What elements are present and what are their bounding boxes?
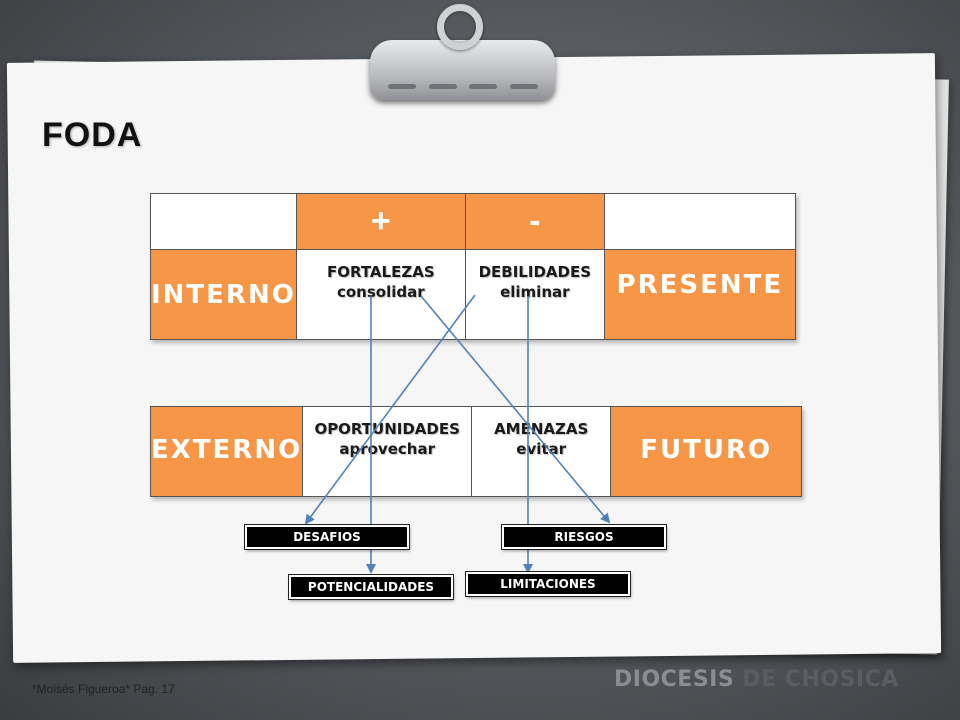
eliminar-label: eliminar: [500, 282, 570, 301]
oportunidades-label: OPORTUNIDADES: [314, 419, 460, 438]
empty-cell-top-right: [603, 193, 796, 250]
externo-cell: EXTERNO: [149, 406, 304, 497]
potencialidades-badge: POTENCIALIDADES: [288, 574, 454, 600]
binder-clip: [370, 40, 555, 100]
desafios-badge: DESAFIOS: [244, 524, 410, 550]
arrow-oportunidades-to-desafios: [304, 294, 476, 525]
amenazas-label: AMENAZAS: [494, 419, 589, 438]
footer-organization: DIOCESIS DE CHOSICA: [614, 667, 899, 692]
arrow-debilidades-to-riesgos: [420, 295, 611, 524]
riesgos-badge: RIESGOS: [501, 524, 667, 550]
page-title: FODA: [42, 116, 143, 154]
footer-org-part1: DIOCESIS: [614, 667, 735, 692]
aprovechar-label: aprovechar: [339, 439, 435, 458]
plus-header: +: [295, 193, 466, 250]
interno-cell: INTERNO: [150, 249, 297, 340]
binder-clip-slots: [388, 84, 538, 90]
footer-author: *Moisés Figueroa* Pag. 17: [32, 682, 175, 696]
footer-org-part2: DE CHOSICA: [734, 667, 899, 692]
presente-cell: PRESENTE: [603, 249, 796, 340]
futuro-cell: FUTURO: [610, 406, 803, 497]
fortalezas-label: FORTALEZAS: [326, 262, 435, 281]
debilidades-label: DEBILIDADES: [478, 262, 592, 281]
limitaciones-badge: LIMITACIONES: [465, 571, 631, 597]
binder-clip-ring: [437, 4, 483, 50]
consolidar-label: consolidar: [336, 282, 425, 301]
